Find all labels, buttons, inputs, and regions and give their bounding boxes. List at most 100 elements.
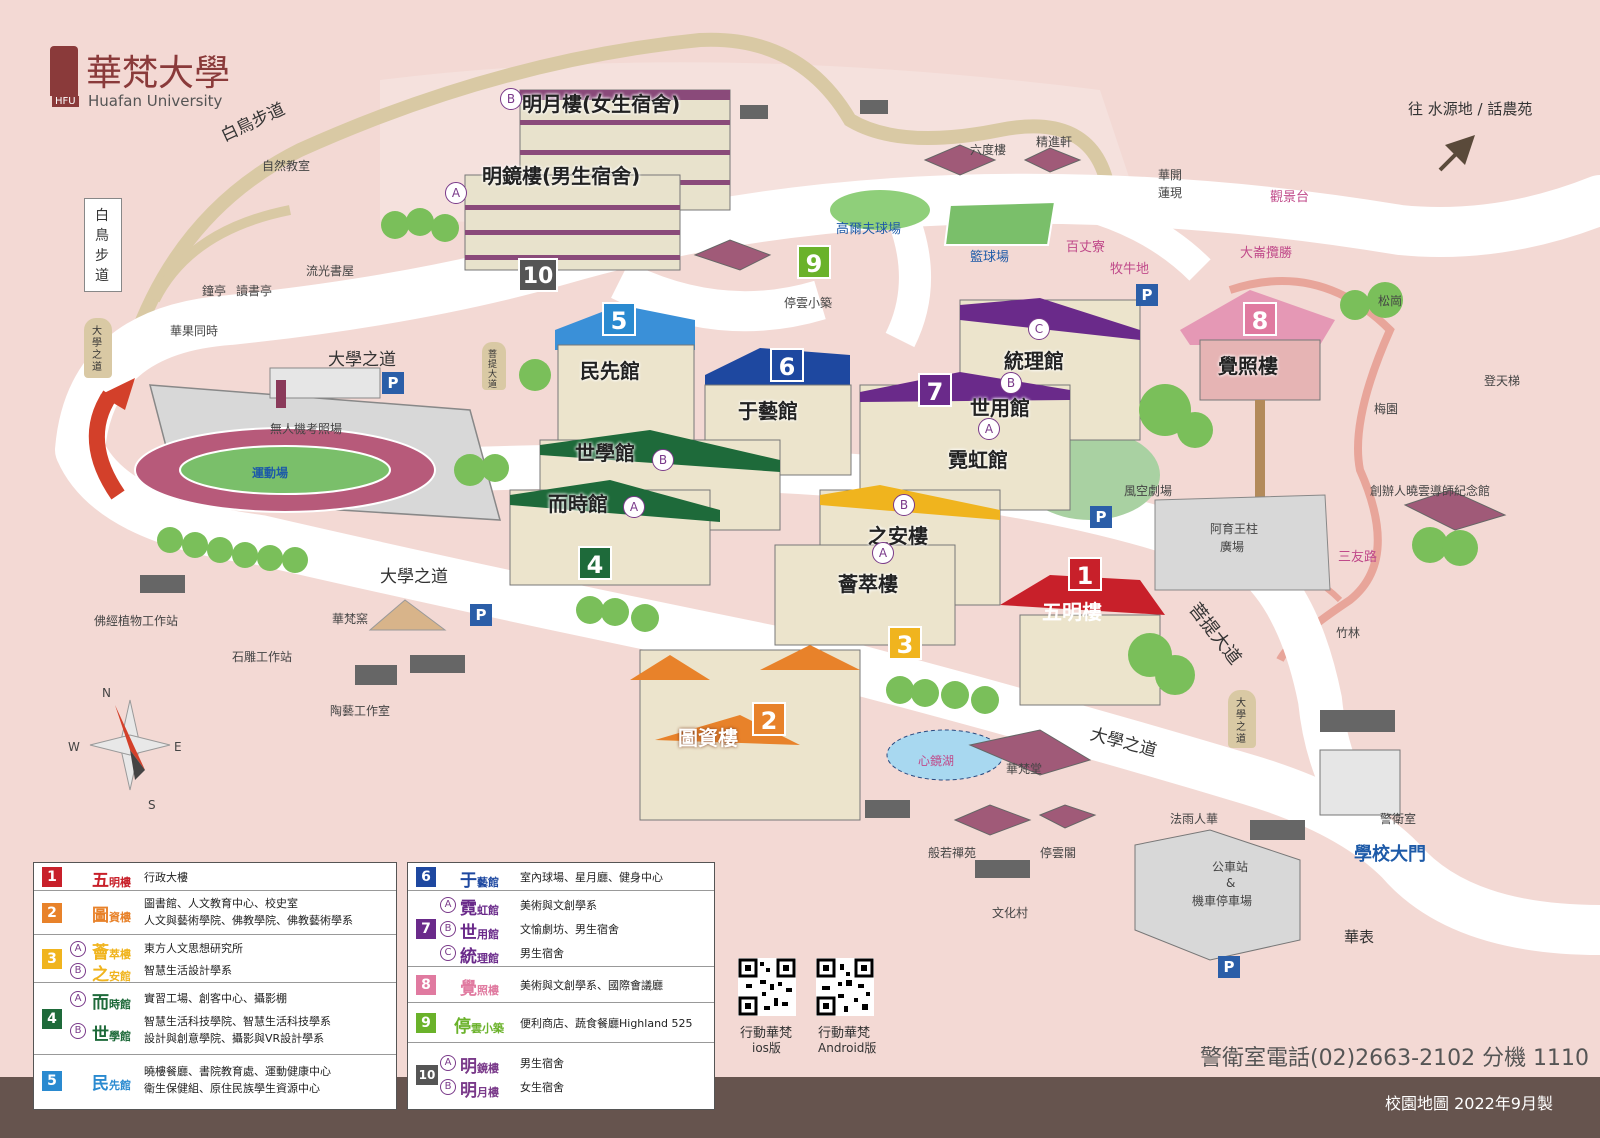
qr-ios-icon[interactable]	[738, 958, 796, 1016]
num-b7: 7	[918, 373, 952, 407]
legend-name-4a: 而時館	[92, 993, 131, 1013]
road-sanyou: 三友路	[1338, 550, 1378, 565]
legend-mark-7b: B	[440, 921, 456, 937]
kiln	[368, 599, 447, 631]
legend-mark-7c: C	[440, 945, 456, 961]
univ-stone-right	[1228, 690, 1256, 748]
parking-2: P	[470, 604, 492, 626]
parking-1: P	[382, 372, 404, 394]
road-univ-1: 大學之道	[328, 350, 396, 370]
label-huakai: 華開	[1158, 168, 1183, 182]
legend-name-2: 圖資樓	[92, 906, 131, 926]
label-ashoka: 阿育王柱	[1210, 522, 1259, 536]
label-wind-theatre: 風空劇場	[1124, 484, 1173, 498]
stadium-building	[134, 367, 501, 521]
label-huabiao: 華表	[1344, 928, 1375, 946]
legend-num-5: 5	[42, 1071, 62, 1091]
legend-name-6: 于藝館	[460, 871, 499, 891]
legend-name-7b: 世用館	[460, 923, 499, 943]
legend-row-5: 5 民先館 曉樓餐廳、書院教育處、運動健康中心 衛生保健組、原住民族學生資源中心	[34, 1055, 396, 1107]
legend-mark-4a: A	[70, 991, 86, 1007]
legend-name-9: 停雲小築	[454, 1017, 504, 1037]
bodhi-stone	[482, 342, 506, 390]
legend-row-4: 4 A 而時館 實習工場、創客中心、攝影棚 B 世學館 智慧生活科技學院、智慧生…	[34, 983, 396, 1055]
legend-name-3b: 之安館	[92, 965, 131, 985]
mark-b3-b: B	[893, 494, 915, 516]
label-ashoka-square: 廣場	[1220, 540, 1245, 554]
univ-stone-left	[84, 318, 112, 378]
num-b6: 6	[770, 348, 804, 382]
compass-rose	[89, 699, 171, 791]
label-jingjin: 精進軒	[1036, 135, 1073, 149]
legend-desc-2a: 圖書館、人文教育中心、校史室	[144, 897, 298, 910]
label-liuguang: 流光書屋	[306, 264, 355, 278]
logo-abbr: HFU	[52, 96, 79, 107]
logo-emblem-icon	[50, 46, 78, 96]
label-guard: 警衛室	[1380, 812, 1417, 826]
direction-label: 往 水源地 / 話農苑	[1408, 100, 1533, 118]
label-stairs: 登天梯	[1484, 374, 1521, 388]
parking-5: P	[1218, 956, 1240, 978]
legend-row-9: 9 停雲小築 便利商店、蔬食餐廳Highland 525	[408, 1003, 714, 1043]
legend-name-10a: 明鏡樓	[460, 1057, 499, 1077]
label-b4-b: 世學館	[575, 441, 635, 465]
building-1	[1000, 575, 1165, 706]
label-b7-b: 世用館	[970, 396, 1030, 420]
legend-num-3: 3	[42, 948, 62, 969]
num-b9: 9	[797, 245, 831, 279]
legend-mark-7a: A	[440, 897, 456, 913]
label-bus-3: 機車停車場	[1192, 894, 1253, 908]
num-b4: 4	[578, 546, 612, 580]
legend-name-7a: 霓虹館	[460, 899, 499, 919]
label-gate: 學校大門	[1354, 844, 1426, 865]
legend-num-1: 1	[42, 866, 62, 887]
qr-android-label-1: 行動華梵	[818, 1026, 871, 1041]
legend-row-2: 2 圖資樓 圖書館、人文教育中心、校史室 人文與藝術學院、佛教學院、佛教藝術學系	[34, 891, 396, 935]
legend-desc-4a: 實習工場、創客中心、攝影棚	[144, 992, 287, 1005]
footpath	[113, 32, 1117, 392]
huts	[693, 144, 1507, 836]
mark-b3-a: A	[872, 542, 894, 564]
legend-name-1: 五明樓	[92, 871, 131, 891]
legend-desc-7b: 文愉劇坊、男生宿舍	[520, 923, 619, 936]
sports-fields	[830, 190, 1057, 246]
legend-num-9: 9	[416, 1012, 436, 1033]
label-daxian: 大崙攬勝	[1240, 246, 1293, 261]
legend-desc-2b: 人文與藝術學院、佛教學院、佛教藝術學系	[144, 914, 353, 927]
label-sutra-plant: 佛經植物工作站	[94, 614, 179, 628]
legend-desc-10b: 女生宿舍	[520, 1081, 564, 1094]
legend-mark-4b: B	[70, 1023, 86, 1039]
legend-num-4: 4	[42, 1008, 62, 1029]
legend-desc-6: 室內球場、星月廳、健身中心	[520, 871, 663, 884]
qr-android-icon[interactable]	[816, 958, 874, 1016]
grey-huts	[140, 100, 1395, 878]
mark-b10-a: A	[445, 182, 467, 204]
label-b9: 停雲小築	[784, 296, 833, 310]
parking-3: P	[1136, 284, 1158, 306]
legend-name-3a: 薈萃樓	[92, 943, 131, 963]
legend-row-6: 6 于藝館 室內球場、星月廳、健身中心	[408, 863, 714, 891]
legend-num-6: 6	[416, 866, 436, 887]
label-bell-pavilion: 鐘亭	[202, 284, 227, 298]
footer-credit: 校園地圖 2022年9月製	[1385, 1094, 1553, 1113]
qr-android-label-2: Android版	[818, 1041, 877, 1055]
num-b1: 1	[1068, 557, 1102, 591]
legend-desc-7c: 男生宿舍	[520, 947, 564, 960]
legend-name-7c: 統理館	[460, 947, 499, 967]
legend-num-2: 2	[42, 902, 62, 923]
num-b3: 3	[888, 626, 922, 660]
label-huafan-hall: 華梵堂	[1006, 762, 1043, 776]
label-fayu: 法雨人華	[1170, 812, 1219, 826]
legend-name-4b: 世學館	[92, 1025, 131, 1045]
label-memorial: 創辦人曉雲導師紀念館	[1370, 484, 1491, 498]
main-road	[55, 173, 1600, 475]
label-stone-carving: 石雕工作站	[232, 650, 293, 664]
pink-path	[1228, 277, 1395, 663]
label-b6: 于藝館	[738, 399, 798, 423]
legend-row-8: 8 覺照樓 美術與文創學系、國際會議廳	[408, 967, 714, 1003]
label-wenhua: 文化村	[992, 906, 1029, 920]
legend-mark-10b: B	[440, 1079, 456, 1095]
bird-trail-stone	[84, 198, 122, 292]
legend-desc-5b: 衛生保健組、原住民族學生資源中心	[144, 1082, 320, 1095]
legend-row-7: 7 A 霓虹館 美術與文創學系 B 世用館 文愉劇坊、男生宿舍 C 統理館 男生…	[408, 891, 714, 967]
